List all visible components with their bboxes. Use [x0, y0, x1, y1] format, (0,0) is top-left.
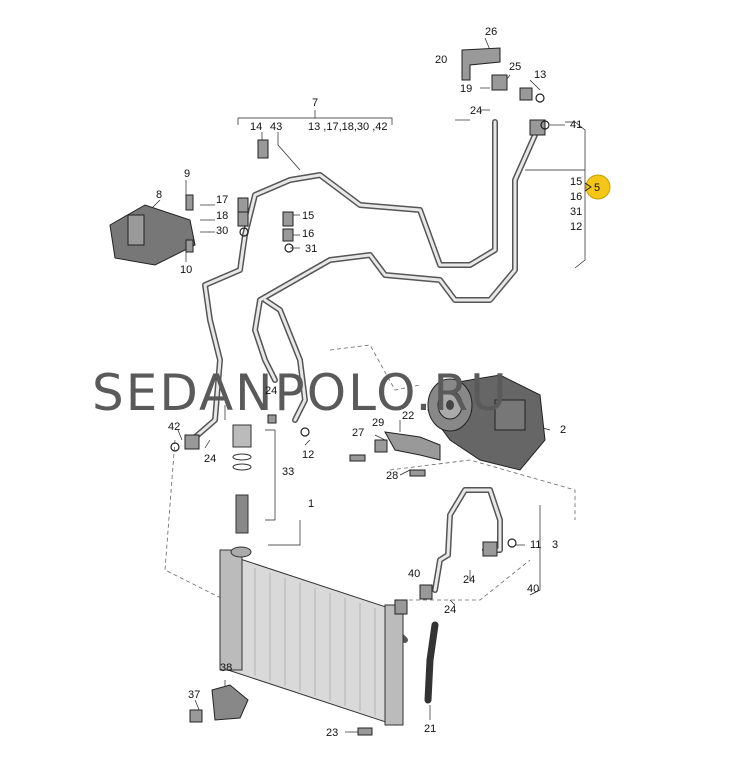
part-label-16b: 16 — [302, 228, 314, 240]
part-label-2: 2 — [560, 424, 566, 436]
drier-parts — [232, 424, 252, 534]
part-label-12a: 12 — [570, 221, 582, 233]
bracket-26 — [461, 47, 501, 81]
bracket-38 — [211, 684, 249, 721]
hose-21 — [424, 621, 439, 704]
part-label-20: 20 — [435, 54, 447, 66]
refrigerant-pipes-highlight — [190, 120, 537, 592]
part-label-27: 27 — [352, 427, 364, 439]
part-label-28: 28 — [386, 470, 398, 482]
compressor — [427, 374, 546, 471]
part-label-24d: 24 — [463, 574, 475, 586]
part-label-11: 11 — [530, 539, 541, 551]
part-label-30a: 30 — [216, 225, 228, 237]
part-label-23: 23 — [326, 727, 338, 739]
part-label-9: 9 — [184, 168, 190, 180]
part-label-31b: 31 — [305, 243, 317, 255]
part-label-7: 7 — [312, 97, 318, 109]
part-label-25: 25 — [509, 61, 521, 73]
part-label-29: 29 — [372, 417, 384, 429]
part-label-12b: 12 — [302, 449, 314, 461]
part-label-37: 37 — [188, 689, 200, 701]
part-label-3: 3 — [552, 539, 558, 551]
part-label-40a: 40 — [408, 568, 420, 580]
part-label-43: 43 — [270, 121, 282, 133]
callout-arrow-icon — [584, 182, 592, 192]
part-label-17: 17 — [216, 194, 228, 206]
part-label-41: 41 — [570, 119, 582, 131]
bracket-22 — [384, 431, 441, 461]
part-label-19: 19 — [460, 83, 472, 95]
part-label-38: 38 — [220, 662, 232, 674]
part-label-31a: 31 — [570, 206, 582, 218]
part-label-33: 33 — [282, 466, 294, 478]
condenser — [219, 546, 404, 726]
highlight-callout-circle[interactable] — [585, 174, 611, 200]
part-label-5: 5 — [594, 182, 600, 194]
watermark-text: SEDANPOLO.RU — [92, 364, 509, 422]
part-label-7-list: 13 ,17,18,30 ,42 — [308, 121, 388, 133]
o-rings — [170, 93, 550, 548]
part-label-24b: 24 — [265, 385, 277, 397]
part-label-26: 26 — [485, 26, 497, 38]
part-label-14: 14 — [250, 121, 262, 133]
part-label-8: 8 — [156, 189, 162, 201]
part-label-16a: 16 — [570, 191, 582, 203]
dashed-guide-lines — [164, 344, 576, 601]
part-label-24e: 24 — [444, 604, 456, 616]
part-label-42: 42 — [168, 421, 180, 433]
part-label-1: 1 — [308, 498, 314, 510]
part-label-18: 18 — [216, 210, 228, 222]
part-label-10: 10 — [180, 264, 192, 276]
part-label-13: 13 — [534, 69, 546, 81]
part-labels: 1 2 3 5 7 8 9 10 11 12 12 13 14 43 13 ,1… — [156, 26, 600, 739]
bracket-8 — [109, 204, 196, 266]
part-label-24a: 24 — [470, 105, 482, 117]
part-label-24c: 24 — [204, 453, 216, 465]
part-label-22: 22 — [402, 410, 414, 422]
part-label-15b: 15 — [302, 210, 314, 222]
part-label-15a: 15 — [570, 176, 582, 188]
part-label-21: 21 — [424, 723, 436, 735]
part-label-40b: 40 — [527, 583, 539, 595]
